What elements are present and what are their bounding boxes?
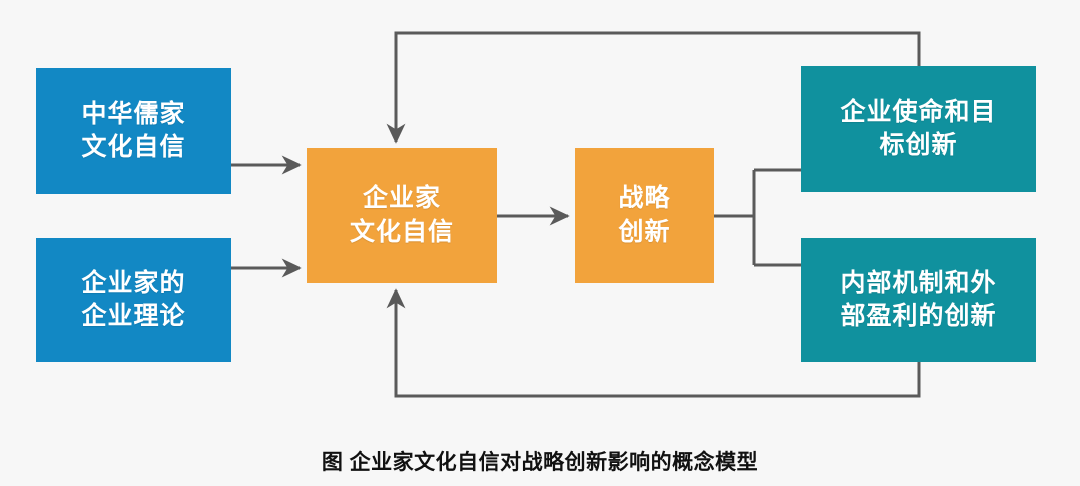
edge-mechanism-feedback-to-entconf: [386, 288, 921, 398]
node-mission-and-goal-innovation[interactable]: 企业使命和目 标创新: [801, 66, 1036, 192]
node-label: 企业使命和目 标创新: [840, 97, 997, 160]
node-entrepreneur-theory-of-the-firm[interactable]: 企业家的 企业理论: [36, 238, 231, 362]
node-chinese-confucian-cultural-confidence[interactable]: 中华儒家 文化自信: [36, 68, 231, 194]
edge-mission-feedback-to-entconf: [386, 31, 921, 144]
node-entrepreneur-cultural-confidence[interactable]: 企业家 文化自信: [307, 148, 497, 283]
node-label: 战略 创新: [618, 184, 671, 246]
node-label: 中华儒家 文化自信: [81, 99, 186, 162]
node-label: 企业家的 企业理论: [81, 268, 186, 331]
figure-caption: 图 企业家文化自信对战略创新影响的概念模型: [321, 451, 759, 474]
node-label: 内部机制和外 部盈利的创新: [840, 268, 997, 331]
node-internal-mechanism-external-profit-innovation[interactable]: 内部机制和外 部盈利的创新: [801, 238, 1036, 362]
node-strategic-innovation[interactable]: 战略 创新: [575, 148, 714, 283]
node-label: 企业家 文化自信: [349, 184, 454, 246]
